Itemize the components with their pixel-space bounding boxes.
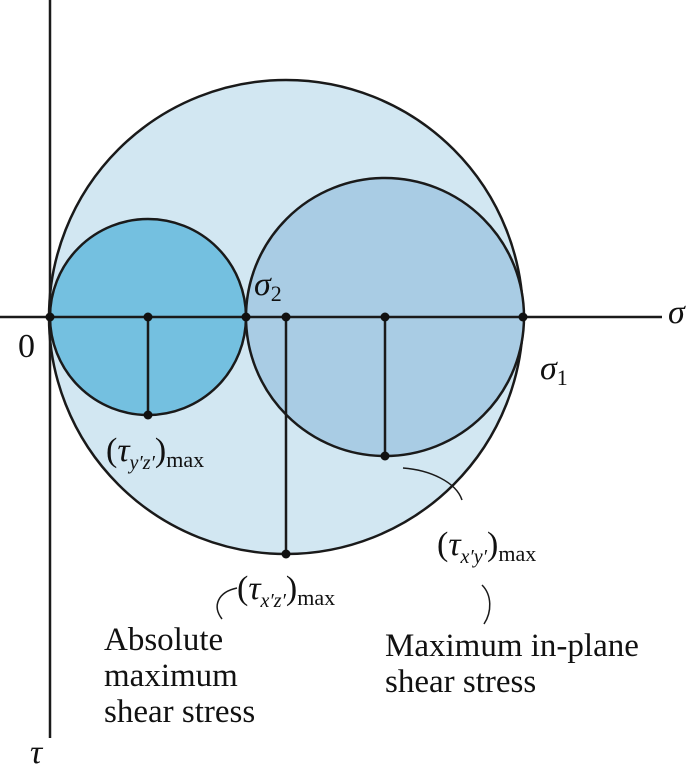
in-plane-note-line-1: Maximum in-plane: [385, 628, 639, 664]
tau-xz-max-label: (τx′z′)max: [237, 570, 336, 612]
point-sigma2: [241, 312, 251, 322]
tau-xz-open: (: [237, 570, 249, 607]
point-tau-xy-max: [380, 451, 390, 461]
tau-xy-subscript: x′y′: [460, 546, 488, 568]
point-sigma1: [518, 312, 528, 322]
absolute-max-shear-note: Absolute maximum shear stress: [104, 622, 255, 730]
point-tau-xz-max: [281, 549, 291, 559]
point-center-large: [281, 312, 291, 322]
point-origin: [45, 312, 55, 322]
tau-xy-close: ): [487, 526, 499, 563]
point-center-small: [143, 312, 153, 322]
tau-xz-subscript: x′z′: [260, 590, 286, 612]
sigma-axis-label: σ: [668, 294, 685, 331]
tau-yz-open: (: [106, 432, 118, 469]
sigma2-label: σ2: [254, 268, 282, 305]
tau-xz-max: max: [297, 585, 336, 610]
sigma2-subscript: 2: [270, 281, 282, 306]
tau-yz-symbol: τ: [117, 432, 130, 469]
absolute-note-line-3: shear stress: [104, 694, 256, 730]
tau-xy-max: max: [498, 541, 537, 566]
in-plane-note-line-2: shear stress: [385, 664, 537, 700]
tau-xz-symbol: τ: [248, 570, 261, 607]
sigma2-symbol: σ: [254, 266, 271, 303]
leader-in-plane: [402, 467, 463, 501]
point-center-medium: [380, 312, 390, 322]
sigma1-label: σ1: [540, 352, 568, 389]
point-tau-yz-max: [143, 410, 153, 420]
origin-label: 0: [18, 328, 35, 365]
absolute-note-line-1: Absolute: [104, 622, 224, 658]
absolute-note-line-2: maximum: [104, 658, 238, 694]
tau-yz-subscript: y′z′: [129, 452, 155, 474]
tau-yz-max-label: (τy′z′)max: [106, 432, 205, 474]
leader-absolute: [216, 587, 238, 620]
tau-xy-open: (: [437, 526, 449, 563]
tau-xy-max-label: (τx′y′)max: [437, 526, 537, 568]
tau-yz-max: max: [166, 447, 205, 472]
sigma1-subscript: 1: [556, 365, 568, 390]
tau-yz-close: ): [154, 432, 167, 469]
tau-xz-close: ): [285, 570, 298, 607]
tau-axis-label: τ: [30, 734, 43, 771]
in-plane-max-shear-note: Maximum in-plane shear stress: [385, 628, 639, 700]
tau-xy-symbol: τ: [448, 526, 461, 563]
sigma1-symbol: σ: [540, 350, 557, 387]
leader-in-plane-lower: [481, 584, 491, 625]
